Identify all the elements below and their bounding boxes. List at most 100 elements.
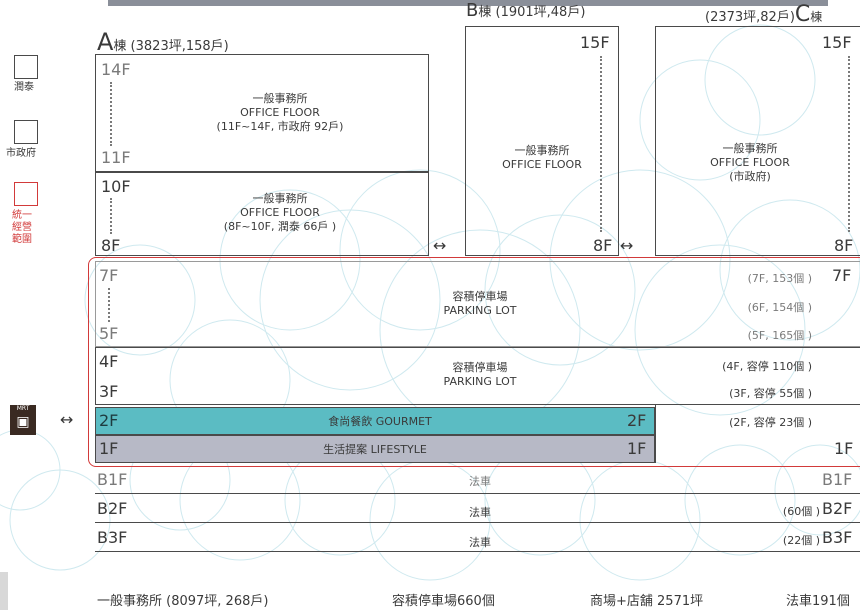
legend-label-unified-management: 統一 經營 範圍 xyxy=(12,210,32,245)
office-c-text: 一般事務所 OFFICE FLOOR (市政府) xyxy=(680,142,820,184)
building-a-office-upper xyxy=(95,54,429,172)
building-c-letter: C xyxy=(794,2,811,27)
floor-label-a-8f: 8F xyxy=(101,236,121,255)
floor-label-b2f-right: B2F xyxy=(822,499,853,518)
office-a-lower-line1: 一般事務所 xyxy=(252,192,308,205)
unified-management-boundary xyxy=(88,257,860,467)
office-b-line2: OFFICE FLOOR xyxy=(502,158,582,171)
legend-label-runtai: 潤泰 xyxy=(14,82,34,93)
floor-label-a-11f: 11F xyxy=(101,148,131,167)
floor-label-gourmet-2f-right: 2F xyxy=(627,411,647,430)
parking-note-3f: (3F, 容停 55個 ) xyxy=(729,387,812,400)
floor-label-parking-3f: 3F xyxy=(99,382,119,401)
building-c-suffix: 棟 xyxy=(810,10,823,24)
parking-lower-text: 容積停車場 PARKING LOT xyxy=(380,361,580,389)
bridge-arrow-b-c-icon: ↔ xyxy=(620,236,634,255)
basement-b3f-note: (22個 ) xyxy=(782,534,820,547)
basement-b2f-note: (60個 ) xyxy=(782,505,820,518)
office-a-upper-line2: OFFICE FLOOR xyxy=(240,106,320,119)
basement-divider xyxy=(95,522,860,523)
train-icon: ▣ xyxy=(16,414,30,430)
summary-legal-parking: 法車191個 xyxy=(786,594,850,609)
floor-label-c-1f: 1F xyxy=(834,439,854,458)
parking-note-6f: (6F, 154個 ) xyxy=(747,301,812,314)
floor-label-b3f: B3F xyxy=(97,528,128,547)
floor-label-b-15f: 15F xyxy=(580,33,610,52)
floor-label-b1f-right: B1F xyxy=(822,470,853,489)
parking-upper-block xyxy=(95,261,860,347)
gourmet-floor-band xyxy=(95,407,655,435)
floor-label-b-8f: 8F xyxy=(593,236,613,255)
building-b-info: 棟 (1901坪,48戶) xyxy=(478,5,586,20)
floor-label-lifestyle-1f: 1F xyxy=(99,439,119,458)
basement-divider xyxy=(95,551,860,552)
summary-office: 一般事務所 (8097坪, 268戶) xyxy=(97,594,269,609)
office-b-line1: 一般事務所 xyxy=(514,144,570,157)
building-b-office xyxy=(465,26,619,256)
building-b-letter: B xyxy=(466,0,479,21)
parking-lower-line1: 容積停車場 xyxy=(452,361,508,374)
building-c-ground-edge xyxy=(655,405,656,463)
floor-label-b1f: B1F xyxy=(97,470,128,489)
legend-swatch-city-government xyxy=(14,120,38,144)
mrt-connection-arrow-icon: ↔ xyxy=(60,410,74,429)
floor-span-indicator xyxy=(110,82,112,146)
building-a-title: A棟 (3823坪,158戶) xyxy=(97,28,229,56)
mrt-label: MRT xyxy=(16,405,30,412)
corner-marker xyxy=(0,572,8,610)
legend-label-city-government: 市政府 xyxy=(6,148,36,159)
office-a-lower-line2: OFFICE FLOOR xyxy=(240,206,320,219)
legend-swatch-runtai xyxy=(14,55,38,79)
parking-note-2f: (2F, 容停 23個 ) xyxy=(729,416,812,429)
building-c-office xyxy=(655,26,860,256)
office-a-lower-text: 一般事務所 OFFICE FLOOR (8F~10F, 潤泰 66戶 ) xyxy=(160,192,400,234)
floor-label-parking-7f-right: 7F xyxy=(832,266,852,285)
floor-label-lifestyle-1f-right: 1F xyxy=(627,439,647,458)
building-a-office-lower xyxy=(95,172,429,256)
summary-parking: 容積停車場660個 xyxy=(392,594,495,609)
office-a-upper-line1: 一般事務所 xyxy=(252,92,308,105)
floor-label-b3f-right: B3F xyxy=(822,528,853,547)
floor-label-c-8f: 8F xyxy=(834,236,854,255)
bridge-arrow-a-b-icon: ↔ xyxy=(433,236,447,255)
top-photo-strip xyxy=(108,0,828,6)
building-c-title: (2373坪,82戶)C棟 xyxy=(705,2,822,27)
mrt-icon: MRT ▣ xyxy=(10,405,36,435)
basement-b1f-label: 法車 xyxy=(469,475,491,488)
parking-lower-line2: PARKING LOT xyxy=(443,375,517,388)
floor-label-a-10f: 10F xyxy=(101,177,131,196)
basement-b3f-label: 法車 xyxy=(469,536,491,549)
office-a-upper-line3: (11F~14F, 市政府 92戶) xyxy=(216,120,344,133)
parking-note-7f: (7F, 153個 ) xyxy=(747,272,812,285)
basement-divider xyxy=(95,493,860,494)
parking-note-5f: (5F, 165個 ) xyxy=(747,329,812,342)
floor-label-a-14f: 14F xyxy=(101,60,131,79)
office-b-text: 一般事務所 OFFICE FLOOR xyxy=(475,144,609,172)
gourmet-label: 食尚餐飲 GOURMET xyxy=(328,415,432,428)
floor-span-indicator xyxy=(110,198,112,234)
parking-upper-text: 容積停車場 PARKING LOT xyxy=(380,290,580,318)
lifestyle-floor-band xyxy=(95,435,655,463)
office-c-line1: 一般事務所 xyxy=(722,142,778,155)
parking-note-4f: (4F, 容停 110個 ) xyxy=(722,360,812,373)
office-a-lower-line3: (8F~10F, 潤泰 66戶 ) xyxy=(223,220,337,233)
basement-b2f-label: 法車 xyxy=(469,506,491,519)
building-a-letter: A xyxy=(97,28,114,56)
floor-label-parking-5f: 5F xyxy=(99,324,119,343)
building-c-info: (2373坪,82戶) xyxy=(705,10,795,25)
office-a-upper-text: 一般事務所 OFFICE FLOOR (11F~14F, 市政府 92戶) xyxy=(160,92,400,134)
floor-label-parking-4f: 4F xyxy=(99,352,119,371)
building-b-title: B棟 (1901坪,48戶) xyxy=(466,0,585,21)
lifestyle-label: 生活提案 LIFESTYLE xyxy=(323,443,427,456)
parking-upper-line2: PARKING LOT xyxy=(443,304,517,317)
floor-span-indicator xyxy=(108,288,110,322)
floor-label-c-15f: 15F xyxy=(822,33,852,52)
legend-swatch-unified-management xyxy=(14,182,38,206)
office-c-line2: OFFICE FLOOR xyxy=(710,156,790,169)
floor-label-gourmet-2f: 2F xyxy=(99,411,119,430)
summary-retail: 商場+店舖 2571坪 xyxy=(590,594,704,609)
office-c-line3: (市政府) xyxy=(729,170,771,183)
building-a-info: 棟 (3823坪,158戶) xyxy=(113,39,229,54)
floor-label-b2f: B2F xyxy=(97,499,128,518)
floor-label-parking-7f: 7F xyxy=(99,266,119,285)
